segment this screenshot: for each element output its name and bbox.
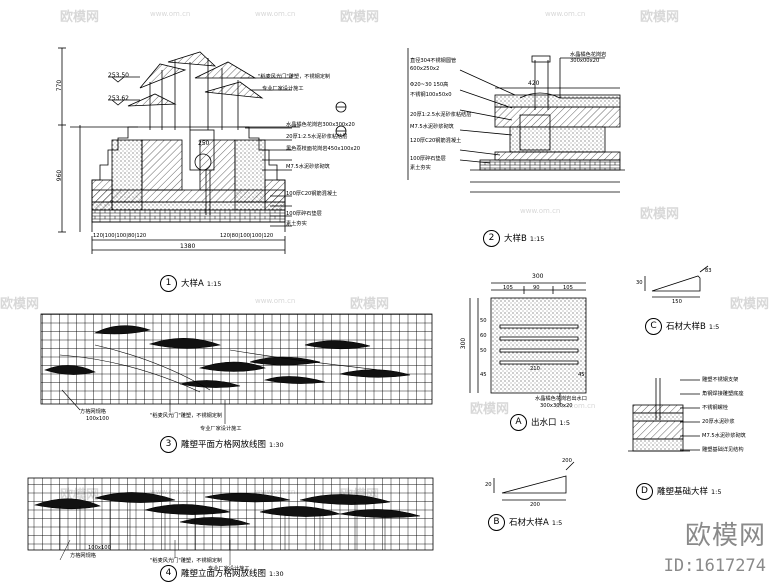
outlet-slot: 210 — [530, 366, 540, 372]
foundation-note-2: 角钢焊接雕塑底座 — [702, 391, 744, 397]
note-manufacturer: 专业厂家设计施工 — [262, 86, 304, 92]
foundation-d-section — [628, 378, 700, 452]
foundation-note-6: 雕塑基础详见结构 — [702, 447, 744, 453]
outlet-side-right: 45 — [578, 372, 585, 378]
stone-c-dim-30: 30 — [636, 280, 643, 286]
dim-420: 420 — [528, 80, 540, 87]
detail-2-section — [407, 48, 625, 193]
grid-3-plan — [40, 313, 433, 424]
outlet-top-dim-3: 105 — [563, 285, 573, 291]
watermark-url: www.om.cn — [150, 10, 191, 18]
note-masonry: M7.5水泥砂浆砌筑 — [410, 124, 454, 130]
outlet-height: 300 — [460, 337, 468, 350]
grid-3-note-2: 专业厂家设计施工 — [200, 426, 242, 432]
note-granite-black: 黑色荔枝面花岗岩450x100x20 — [286, 146, 361, 152]
note-granite-orange: 水晶橘色花岗岩300x300x20 — [286, 122, 355, 128]
brand-logo: 欧模网 — [684, 521, 766, 551]
watermark: 欧模网 — [340, 10, 380, 25]
outlet-note-1: 水晶橘色花岗岩出水口 — [535, 396, 587, 402]
grid-3-tag-2: 100x100 — [86, 416, 109, 422]
note-steel-tube: 直径304不锈钢圆管 — [410, 58, 457, 64]
dim-total-1380: 1380 — [180, 243, 196, 250]
grid-4-elevation — [27, 477, 434, 565]
watermark: 欧模网 — [470, 402, 510, 417]
top-note-size: 300x00x20 — [570, 58, 600, 64]
note-size-600: 600x250x2 — [410, 66, 440, 72]
watermark-url: www.om.cn — [255, 10, 296, 18]
dim-770: 770 — [56, 79, 64, 92]
outlet-width: 300 — [532, 273, 544, 280]
outlet-note-2: 300x300x20 — [540, 403, 573, 409]
foundation-note-1: 雕塑不锈钢支架 — [702, 377, 739, 383]
grid-3-tag-1: 方格网规格 — [80, 409, 106, 415]
stone-c-dim-83: 83 — [705, 268, 712, 274]
outlet-side-dim-4: 45 — [480, 372, 487, 378]
note-concrete: 100厚C20钢筋混凝土 — [286, 191, 338, 197]
note-gravel: 100厚碎石垫层 — [410, 156, 446, 162]
note-sculpture: "稻麦风光门"雕塑，不锈钢定制 — [258, 74, 331, 80]
watermark: 欧模网 — [640, 10, 680, 25]
watermark: 欧模网 — [350, 297, 390, 312]
grid-4-note-1: "稻麦风光门"雕塑，不锈钢定制 — [150, 558, 223, 564]
brand-id: ID:1617274 — [663, 556, 766, 576]
stone-b-profile — [493, 461, 575, 501]
note-phi: Φ20~30 150高 — [410, 82, 449, 88]
note-concrete: 120厚C20钢筋混凝土 — [410, 138, 462, 144]
outlet-a-plan — [469, 282, 587, 405]
watermark: 欧模网 — [640, 207, 680, 222]
note-masonry: M7.5水泥砂浆砌筑 — [286, 164, 330, 170]
watermark: 欧模网 — [0, 297, 40, 312]
top-note-granite: 水晶橘色花岗岩 — [570, 52, 607, 58]
note-mortar: 20厚1:2.5水泥砂浆粘结层 — [410, 112, 472, 118]
elevation-1: 253.50 — [108, 72, 129, 79]
stone-b-dim-200: 200 — [530, 502, 540, 508]
stone-c-profile — [644, 265, 709, 298]
watermark: 欧模网 — [730, 297, 770, 312]
grid-4-tag-2: 100x100 — [88, 545, 111, 551]
note-soil: 素土夯实 — [286, 221, 307, 227]
stone-b-dim-20: 20 — [485, 482, 492, 488]
watermark: 欧模网 — [60, 10, 100, 25]
note-gravel: 100厚碎石垫层 — [286, 211, 322, 217]
bottom-dims: 120|100|100|80|120 — [93, 233, 147, 239]
watermark-url: www.om.cn — [255, 297, 296, 305]
grid-4-note-2: 专业厂家设计施工 — [208, 566, 250, 572]
foundation-note-5: M7.5水泥砂浆砌筑 — [702, 433, 746, 439]
stone-c-dim-150: 150 — [672, 299, 682, 305]
detail-1-section — [58, 47, 347, 254]
foundation-note-3: 不锈钢螺栓 — [702, 405, 728, 411]
bottom-dims-right: 120|80|100|100|120 — [220, 233, 274, 239]
outlet-top-dim-2: 90 — [533, 285, 540, 291]
outlet-side-dim-3: 50 — [480, 348, 487, 354]
watermark-url: www.om.cn — [545, 10, 586, 18]
dim-250: 250 — [198, 140, 210, 147]
elevation-2: 253.62 — [108, 95, 129, 102]
outlet-side-dim-2: 60 — [480, 333, 487, 339]
grid-3-note-1: "稻麦风光门"雕塑，不锈钢定制 — [150, 413, 223, 419]
dim-960: 960 — [56, 169, 64, 182]
note-soil: 素土夯实 — [410, 165, 431, 171]
note-steel-100: 不锈钢100x50x0 — [410, 92, 452, 98]
foundation-note-4: 20厚水泥砂浆 — [702, 419, 735, 425]
stone-b-dim-top: 200 — [562, 458, 572, 464]
note-mortar: 20厚1:2.5水泥砂浆粘结层 — [286, 134, 348, 140]
outlet-top-dim-1: 105 — [503, 285, 513, 291]
watermark-url: www.om.cn — [555, 402, 596, 410]
grid-4-tag-1: 方格网规格 — [70, 553, 96, 559]
watermark-url: www.om.cn — [520, 207, 561, 215]
outlet-side-dim-1: 50 — [480, 318, 487, 324]
